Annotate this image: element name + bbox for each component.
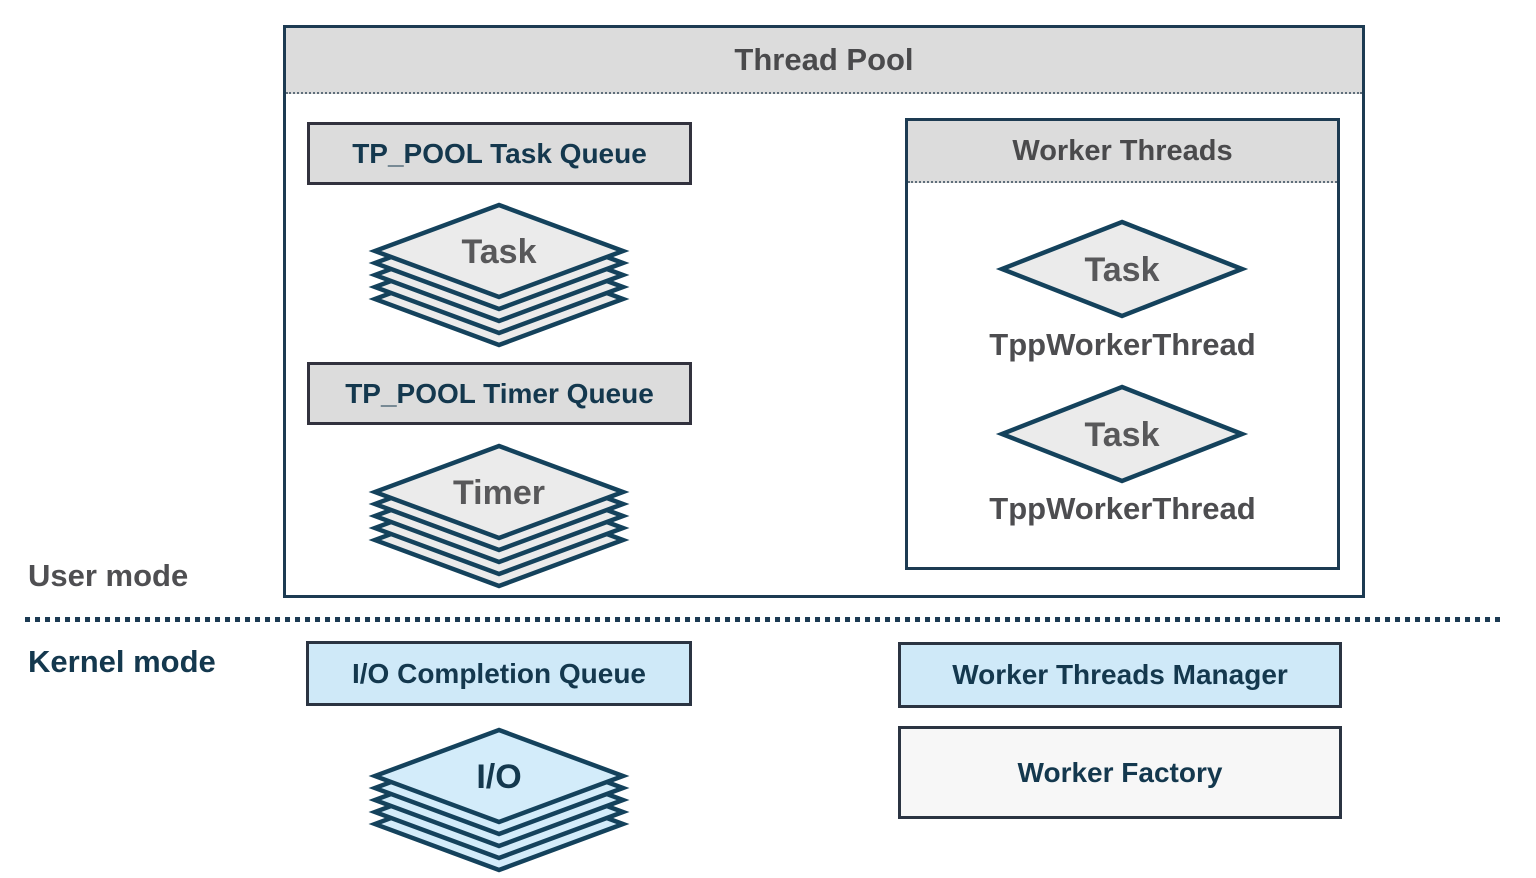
timer-stack-icon: Timer: [368, 443, 630, 589]
kernel-mode-label: Kernel mode: [28, 644, 216, 679]
thread-pool-title: Thread Pool: [734, 42, 914, 77]
tp-pool-task-queue-box: TP_POOL Task Queue: [307, 122, 692, 185]
worker-threads-manager-label: Worker Threads Manager: [952, 659, 1288, 690]
tp-pool-task-queue-label: TP_POOL Task Queue: [352, 137, 647, 169]
stack-layer: [368, 443, 630, 541]
tp-pool-timer-queue-label: TP_POOL Timer Queue: [345, 377, 654, 409]
io-stack-label: I/O: [476, 758, 521, 796]
diamond-shape: [995, 219, 1249, 319]
worker-task-diamond-icon: Task: [995, 384, 1249, 484]
worker-factory-box: Worker Factory: [898, 726, 1342, 819]
worker-threads-title: Worker Threads: [1012, 134, 1233, 167]
tp-pool-timer-queue-box: TP_POOL Timer Queue: [307, 362, 692, 425]
timer-stack-label: Timer: [453, 474, 545, 512]
worker-threads-box: Worker Threads: [905, 118, 1340, 570]
diamond-shape: [995, 384, 1249, 484]
io-completion-queue-box: I/O Completion Queue: [306, 641, 692, 706]
worker-task-diamond-icon: Task: [995, 219, 1249, 319]
stack-layer: [368, 727, 630, 825]
worker-task-diamond-label: Task: [1085, 416, 1160, 454]
thread-pool-header: Thread Pool: [286, 28, 1362, 94]
worker-threads-manager-box: Worker Threads Manager: [898, 642, 1342, 708]
task-stack-label: Task: [462, 233, 537, 271]
io-stack-icon: I/O: [368, 727, 630, 873]
worker-task-diamond-label: Task: [1085, 251, 1160, 289]
user-kernel-divider: [25, 617, 1503, 622]
user-mode-label: User mode: [28, 558, 189, 593]
stack-layer: [368, 202, 630, 300]
tpp-worker-thread-label: TppWorkerThread: [989, 327, 1256, 362]
io-completion-queue-label: I/O Completion Queue: [351, 657, 646, 689]
tpp-worker-thread-label: TppWorkerThread: [989, 491, 1256, 526]
task-stack-icon: Task: [368, 202, 630, 348]
worker-threads-header: Worker Threads: [908, 121, 1337, 183]
worker-factory-label: Worker Factory: [1017, 756, 1223, 788]
